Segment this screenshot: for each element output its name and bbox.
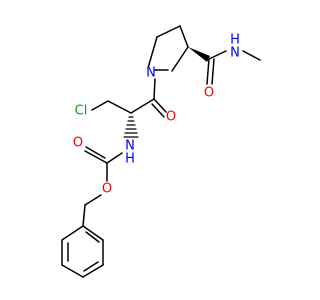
bond bbox=[208, 50, 227, 60]
bond bbox=[242, 50, 261, 61]
atom-labels: N H N O O Cl N H O O bbox=[73, 33, 240, 197]
bond bbox=[147, 36, 158, 69]
amide-nitrogen-label: N bbox=[230, 46, 240, 61]
bond bbox=[61, 225, 84, 241]
bond bbox=[179, 25, 189, 48]
bond bbox=[153, 78, 156, 100]
bond bbox=[91, 100, 109, 111]
alpha-carbon-group bbox=[91, 100, 132, 114]
bond bbox=[106, 152, 123, 164]
double-bond bbox=[153, 98, 167, 113]
double-bond bbox=[151, 103, 165, 118]
bond bbox=[82, 225, 104, 241]
ring-nitrogen-label: N bbox=[146, 66, 156, 81]
benzene-ring bbox=[61, 204, 104, 278]
bond bbox=[156, 25, 181, 38]
chlorine-label: Cl bbox=[75, 104, 88, 119]
bond bbox=[82, 204, 86, 227]
bond bbox=[171, 46, 189, 72]
structure-canvas: N H N O O Cl N H O O bbox=[61, 25, 261, 278]
carbamate-nitrogen-label: N bbox=[125, 139, 135, 154]
methylamide-group bbox=[206, 50, 261, 85]
double-bond bbox=[85, 146, 106, 159]
amide-h-label: H bbox=[230, 33, 240, 48]
carbonyl-oxygen-label: O bbox=[73, 136, 83, 151]
bond bbox=[84, 194, 102, 206]
stereo-hash-bond bbox=[123, 116, 139, 138]
double-bond bbox=[206, 58, 210, 85]
prolyl-carbonyl bbox=[130, 78, 167, 118]
prolyl-oxygen-label: O bbox=[166, 110, 176, 125]
methylamide-oxygen-label: O bbox=[204, 86, 214, 101]
molecule-drawing: N H N O O Cl N H O O bbox=[61, 25, 261, 278]
carbamate-h-label: H bbox=[125, 152, 135, 167]
double-bond bbox=[211, 58, 215, 85]
stereo-wedge-bond bbox=[188, 47, 210, 62]
bond bbox=[107, 100, 132, 114]
bond bbox=[82, 264, 104, 278]
pyrrolidine-ring bbox=[147, 25, 189, 72]
bond bbox=[130, 98, 155, 114]
aromatic-inner-bond bbox=[83, 261, 99, 272]
aromatic-inner-bond bbox=[85, 231, 100, 243]
double-bond bbox=[84, 150, 108, 164]
carbamate-group bbox=[84, 146, 123, 206]
bond bbox=[61, 264, 84, 278]
ester-oxygen-label: O bbox=[102, 182, 112, 197]
